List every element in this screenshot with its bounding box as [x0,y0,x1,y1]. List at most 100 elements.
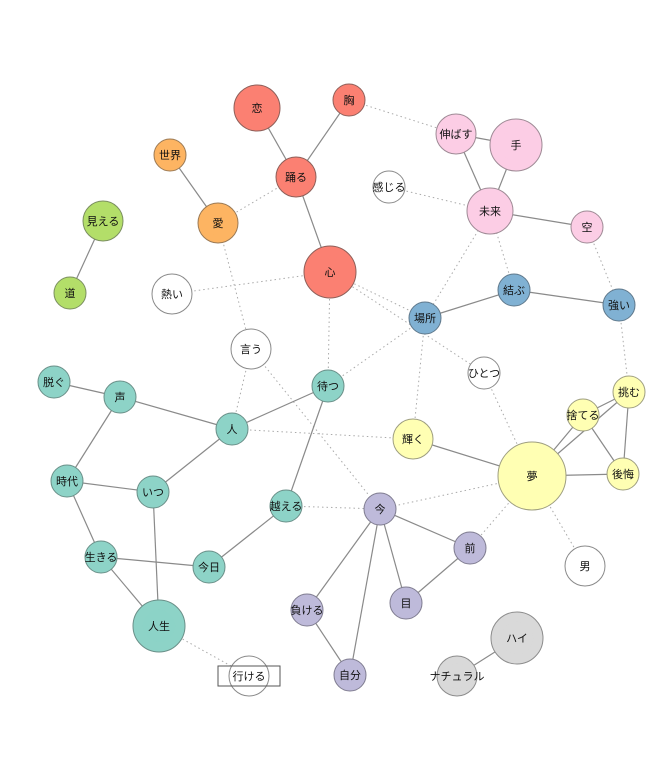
node-mune[interactable]: 胸 [332,83,366,117]
node-kagayaku[interactable]: 輝く [392,418,434,460]
node-yume[interactable]: 夢 [497,441,567,511]
node-musubu[interactable]: 結ぶ [497,273,531,307]
node-circle [332,83,366,117]
node-natural[interactable]: ナチュラル [430,655,485,697]
node-ai[interactable]: 愛 [197,202,239,244]
node-basho[interactable]: 場所 [408,301,442,335]
node-michi[interactable]: 道 [53,276,87,310]
node-hito[interactable]: 人 [215,412,249,446]
node-label: 心 [325,266,336,279]
node-atsui[interactable]: 熱い [151,273,193,315]
node-otoko[interactable]: 男 [564,545,606,587]
node-kanjiru[interactable]: 感じる [372,170,406,204]
node-circle [606,457,640,491]
node-label: 人 [227,423,238,436]
node-ima[interactable]: 今 [363,492,397,526]
node-nobasu[interactable]: 伸ばす [435,113,477,155]
node-circle [564,545,606,587]
node-ikeru[interactable]: 行ける [217,655,281,697]
node-circle [192,550,226,584]
node-te[interactable]: 手 [489,118,543,172]
node-hitotsu[interactable]: ひとつ [467,356,501,390]
node-circle [612,375,646,409]
node-label: 踊る [285,171,307,184]
node-label: 今 [375,502,386,516]
node-label: 強い [608,299,630,312]
node-nugu[interactable]: 脱ぐ [37,365,71,399]
node-circle [151,273,193,315]
node-label: 空 [582,220,593,234]
node-circle [37,365,71,399]
edge-ima-jibun [349,508,381,676]
node-kyou[interactable]: 今日 [192,550,226,584]
node-sekai[interactable]: 世界 [153,138,187,172]
node-sora[interactable]: 空 [570,210,604,244]
edge-yume-ima [379,475,533,510]
node-suteru[interactable]: 捨てる [566,398,600,432]
edge-ima-makeru [306,508,381,611]
node-label: 生きる [85,550,118,564]
node-label: 捨てる [567,408,600,422]
node-odoru[interactable]: 踊る [275,156,317,198]
node-circle [230,328,272,370]
node-circle [103,380,137,414]
node-label: 目 [401,597,412,610]
node-inner-halo [242,93,272,123]
node-label: 熱い [161,288,183,301]
node-itsu[interactable]: いつ [136,475,170,509]
node-inner-halo [443,121,469,147]
node-circle [215,412,249,446]
edge-hito-kagayaku [231,428,414,440]
node-iu[interactable]: 言う [230,328,272,370]
node-circle [50,464,84,498]
node-label: 今日 [198,560,220,574]
node-circle [372,170,406,204]
node-circle [497,273,531,307]
node-jibun[interactable]: 自分 [333,658,367,692]
node-inner-halo [475,196,505,226]
node-label: 言う [240,343,262,356]
edge-hito-matsu [231,385,329,430]
node-label: 輝く [402,433,424,446]
node-label: 脱ぐ [43,375,65,389]
node-circle [153,138,187,172]
node-me[interactable]: 目 [389,586,423,620]
node-hai[interactable]: ハイ [490,611,544,665]
node-label: 感じる [373,181,406,194]
node-mieru[interactable]: 見える [82,200,124,242]
node-inner-halo [499,128,533,162]
node-jinsei[interactable]: 人生 [132,599,186,653]
node-koi[interactable]: 恋 [233,84,281,132]
node-inner-halo [500,621,534,655]
node-koeru[interactable]: 越える [269,489,303,523]
node-label: 自分 [339,669,361,682]
node-ikiru[interactable]: 生きる [84,540,118,574]
node-label: 結ぶ [503,283,525,297]
edge-iu-ima [250,348,381,510]
node-label: 待つ [317,379,339,393]
edge-hito-itsu [152,428,233,493]
node-label: 未来 [479,205,501,218]
node-circle [290,593,324,627]
node-mae[interactable]: 前 [453,531,487,565]
node-label: 前 [465,541,476,555]
node-koukai[interactable]: 後悔 [606,457,640,491]
node-circle [53,276,87,310]
node-circle [467,356,501,390]
node-tsuyoi[interactable]: 強い [602,288,636,322]
node-matsu[interactable]: 待つ [311,369,345,403]
node-label: 時代 [56,475,78,488]
node-mirai[interactable]: 未来 [466,187,514,235]
node-idomu[interactable]: 挑む [612,375,646,409]
node-circle [566,398,600,432]
node-circle [453,531,487,565]
node-kokoro[interactable]: 心 [303,245,357,299]
node-label: ひとつ [468,367,500,380]
node-makeru[interactable]: 負ける [290,593,324,627]
node-label: 見える [87,215,120,228]
node-circle [389,586,423,620]
node-jidai[interactable]: 時代 [50,464,84,498]
node-label: 越える [270,499,303,513]
node-inner-halo [510,454,554,498]
node-koe[interactable]: 声 [103,380,137,414]
